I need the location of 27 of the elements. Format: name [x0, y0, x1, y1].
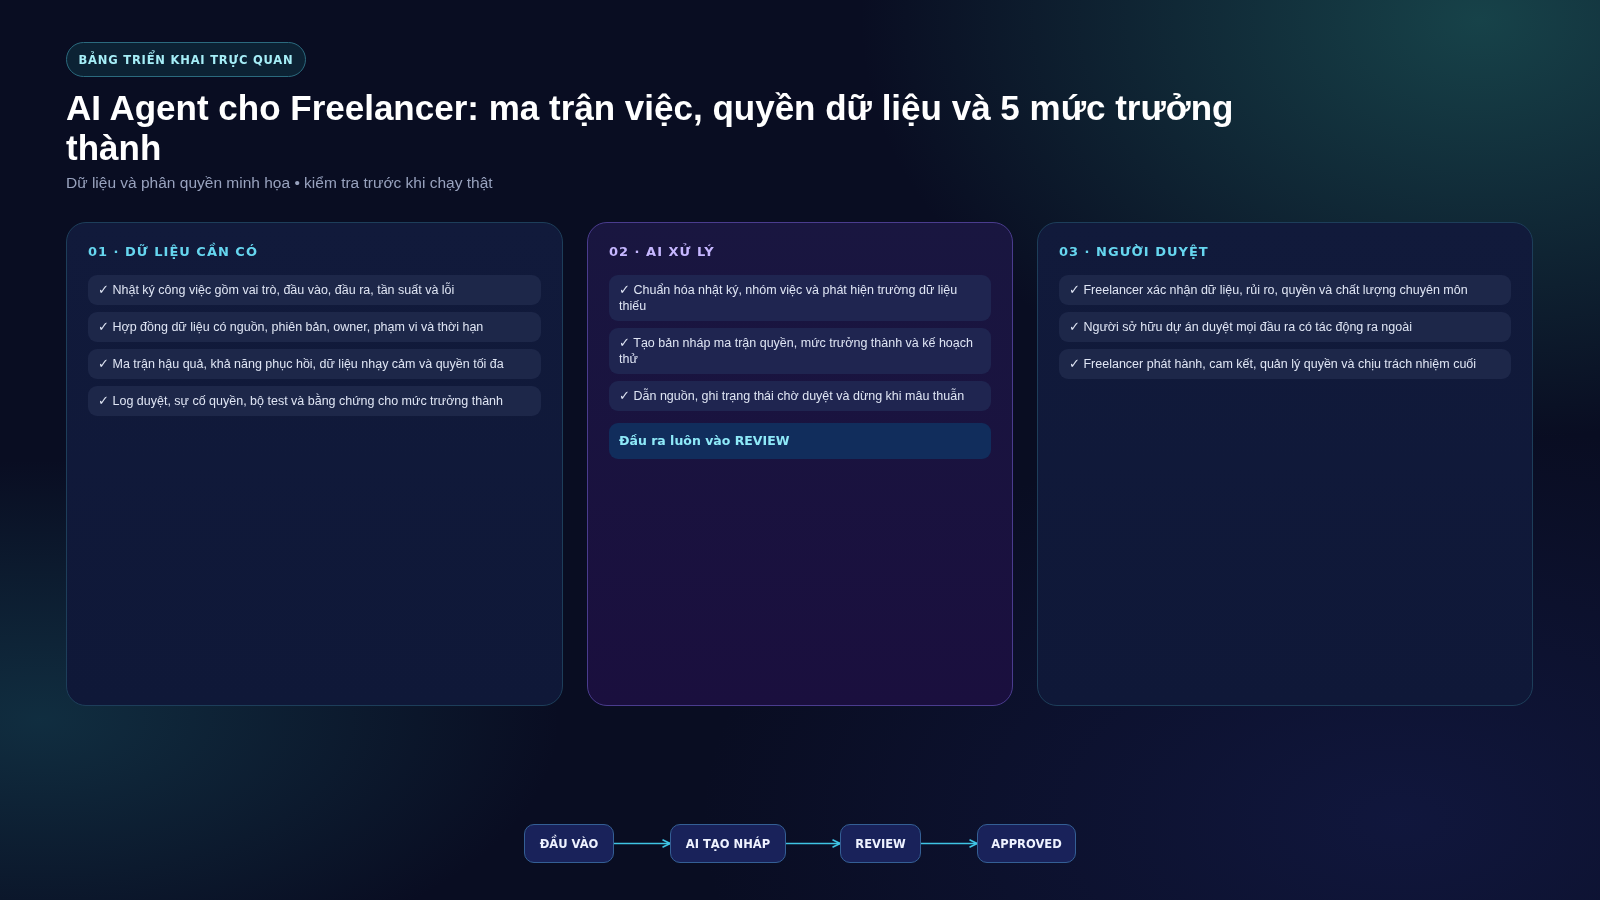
checklist-item: ✓ Freelancer phát hành, cam kết, quản lý quyền và chịu trách nhiệm cuối: [1059, 349, 1511, 379]
panel-heading: 01 · DỮ LIỆU CẦN CÓ: [88, 243, 259, 261]
flow-step: REVIEW: [840, 824, 921, 863]
panel-heading: 03 · NGƯỜI DUYỆT: [1059, 243, 1210, 261]
arrow: [920, 839, 978, 848]
flow-step: AI TẠO NHÁP: [670, 824, 786, 863]
checklist-item: ✓ Log duyệt, sự cố quyền, bộ test và bằng chứng cho mức trưởng thành: [88, 386, 541, 416]
page-title: AI Agent cho Freelancer: ma trận việc, quyền dữ liệu và 5 mức trưởng thành: [66, 88, 1235, 168]
checklist-item: ✓ Ma trận hậu quả, khả năng phục hồi, dữ liệu nhạy cảm và quyền tối đa: [88, 349, 541, 379]
panel-card: [66, 222, 563, 706]
panel-heading: 02 · AI XỬ LÝ: [609, 243, 716, 261]
panel-card: [587, 222, 1013, 706]
arrow: [613, 839, 671, 848]
highlight-note: Đầu ra luôn vào REVIEW: [609, 423, 991, 459]
section-badge: BẢNG TRIỂN KHAI TRỰC QUAN: [66, 42, 306, 77]
panel-card: [1037, 222, 1533, 706]
checklist-item: ✓ Chuẩn hóa nhật ký, nhóm việc và phát hiện trường dữ liệu thiếu: [609, 275, 991, 321]
flow-step: ĐẦU VÀO: [524, 824, 614, 863]
checklist-item: ✓ Tạo bản nháp ma trận quyền, mức trưởng thành và kế hoạch thử: [609, 328, 991, 374]
flow-step: APPROVED: [977, 824, 1076, 863]
checklist-item: ✓ Nhật ký công việc gồm vai trò, đầu vào, đầu ra, tần suất và lỗi: [88, 275, 541, 305]
arrow: [785, 839, 841, 848]
checklist-item: ✓ Người sở hữu dự án duyệt mọi đầu ra có tác động ra ngoài: [1059, 312, 1511, 342]
checklist-item: ✓ Dẫn nguồn, ghi trạng thái chờ duyệt và dừng khi mâu thuẫn: [609, 381, 991, 411]
subtitle: Dữ liệu và phân quyền minh họa • kiểm tra trước khi chạy thật: [66, 173, 493, 193]
checklist-item: ✓ Freelancer xác nhận dữ liệu, rủi ro, quyền và chất lượng chuyên môn: [1059, 275, 1511, 305]
checklist-item: ✓ Hợp đồng dữ liệu có nguồn, phiên bản, owner, phạm vi và thời hạn: [88, 312, 541, 342]
